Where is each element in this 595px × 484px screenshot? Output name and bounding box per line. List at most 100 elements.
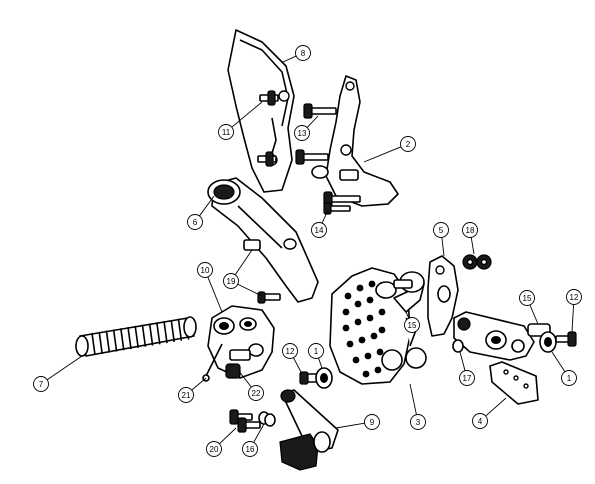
callout-circle: [404, 317, 420, 333]
plate-hole: [370, 332, 378, 340]
leader-line-c20: [219, 427, 237, 445]
callout-c17: 17: [459, 370, 475, 386]
callout-number: 11: [222, 128, 231, 137]
part-10-footpeg-hanger: [207, 305, 275, 379]
plate-hole: [346, 340, 354, 348]
callout-c11: 11: [218, 124, 234, 140]
leader-line-c14: [321, 209, 329, 224]
callout-number: 21: [182, 391, 191, 400]
callout-circle: [364, 414, 380, 430]
callout-c10: 10: [197, 262, 213, 278]
callout-circle: [410, 414, 426, 430]
callout-c13: 13: [294, 125, 310, 141]
callout-c5: 5: [433, 222, 449, 238]
callout-circle: [311, 222, 327, 238]
callout-circle: [197, 262, 213, 278]
callout-c3: 3: [410, 414, 426, 430]
callout-c4: 4: [472, 413, 488, 429]
callout-number: 6: [193, 218, 198, 227]
callout-number: 14: [315, 226, 324, 235]
callout-c21: 21: [178, 387, 194, 403]
callout-circle: [561, 370, 577, 386]
foot-peg-ridge: [156, 322, 161, 345]
leader-line-c15a: [405, 311, 410, 319]
callout-c12a: 12: [566, 289, 582, 305]
part-14-bolts: [323, 191, 361, 215]
callout-number: 4: [478, 417, 483, 426]
plate-hole: [368, 280, 376, 288]
callout-c18: 18: [462, 222, 478, 238]
part-8-cover-plate: [227, 29, 295, 193]
plate-hole: [376, 348, 384, 356]
part-7-foot-peg: [75, 316, 197, 357]
part-4-bracket: [489, 361, 539, 405]
callout-number: 19: [227, 277, 236, 286]
callout-number: 20: [210, 445, 219, 454]
callout-number: 15: [523, 294, 532, 303]
callout-circle: [462, 222, 478, 238]
callout-circle: [519, 290, 535, 306]
leader-line-c10: [207, 276, 223, 313]
plate-hole: [374, 366, 382, 374]
foot-peg-ridge: [91, 332, 96, 356]
callout-c2: 2: [400, 136, 416, 152]
callout-number: 9: [370, 418, 375, 427]
foot-peg-ridge: [120, 328, 125, 351]
callout-c22: 22: [248, 385, 264, 401]
callout-c12b: 12: [282, 343, 298, 359]
leader-line-c12b: [293, 357, 303, 375]
leader-line-c6: [199, 195, 215, 217]
callout-number: 5: [439, 226, 444, 235]
part-15-12-1-right: [527, 323, 577, 353]
callout-c7: 7: [33, 376, 49, 392]
part-13-bolts: [295, 103, 337, 179]
part-3-adjuster-plate: [329, 267, 427, 385]
leader-line-c22: [237, 369, 252, 388]
callout-number: 12: [286, 347, 295, 356]
callout-number: 8: [301, 49, 306, 58]
plate-hole: [344, 292, 352, 300]
callout-number: 2: [406, 140, 411, 149]
foot-peg-ridge: [112, 329, 118, 352]
callout-circle: [433, 222, 449, 238]
callout-c15a: 15: [404, 317, 420, 333]
leader-lines: [46, 55, 575, 445]
callout-circle: [400, 136, 416, 152]
part-6-lever-arm: [207, 177, 319, 303]
part-9-shift-lever: [279, 389, 339, 471]
plate-hole: [356, 284, 364, 292]
foot-peg-ridge: [163, 321, 168, 344]
callout-c6: 6: [187, 214, 203, 230]
leader-line-c21: [191, 377, 207, 391]
part-18-nuts: [462, 254, 492, 270]
leader-line-c2: [363, 146, 402, 163]
foot-peg-ridge: [141, 324, 147, 347]
foot-peg-ridge: [148, 323, 154, 346]
callout-circle: [187, 214, 203, 230]
callout-circle: [295, 45, 311, 61]
callout-circle: [206, 441, 222, 457]
foot-peg-ridge: [170, 319, 175, 343]
leader-line-c8: [282, 55, 297, 63]
callout-number: 1: [567, 374, 572, 383]
part-11-bolts: [257, 90, 279, 167]
foot-peg-ridge: [105, 330, 111, 353]
plate-hole: [366, 296, 374, 304]
plate-hole: [342, 324, 350, 332]
callout-number: 18: [466, 226, 475, 235]
callout-circle: [282, 343, 298, 359]
leader-line-c19: [237, 283, 263, 297]
leader-line-c1b: [551, 351, 566, 372]
callout-circle: [242, 441, 258, 457]
leader-line-c13: [306, 115, 319, 128]
callout-circle: [294, 125, 310, 141]
plate-hole: [342, 308, 350, 316]
leader-line-c19: [234, 249, 253, 276]
callout-circle: [459, 370, 475, 386]
foot-peg-ridge: [127, 326, 132, 350]
foot-peg-ridge: [98, 331, 103, 354]
leader-line-c7: [46, 355, 83, 381]
leader-line-c5: [441, 237, 445, 257]
callout-circle: [223, 273, 239, 289]
callout-circle: [33, 376, 49, 392]
